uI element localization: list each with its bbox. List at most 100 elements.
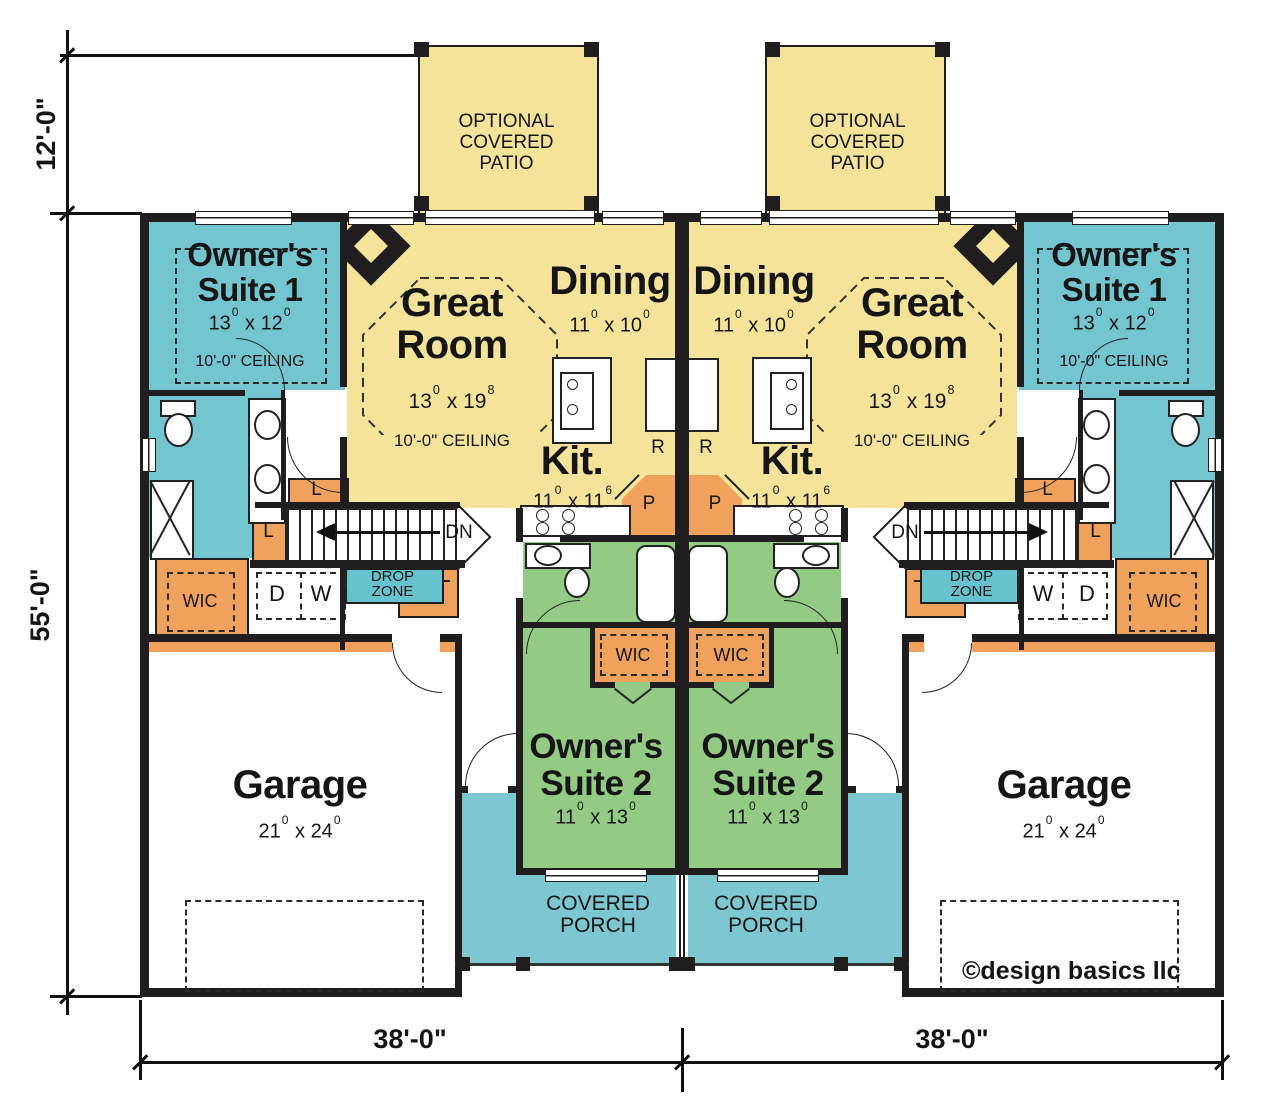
pantry-label: P <box>642 493 656 514</box>
staircase <box>907 508 1079 566</box>
covered-porch-side <box>462 793 520 965</box>
drop-zone <box>345 568 444 604</box>
window <box>195 211 292 225</box>
wall <box>749 682 774 688</box>
wall <box>516 508 523 542</box>
washer-box <box>300 572 346 620</box>
party-wall <box>675 213 682 875</box>
suite1-label: Owner's Suite 1 <box>187 236 313 308</box>
burner <box>536 509 549 522</box>
wall <box>904 502 1109 508</box>
dn-label: DN <box>891 522 919 543</box>
wall-garage-side <box>902 634 909 988</box>
refrigerator <box>645 358 679 432</box>
window <box>142 438 156 472</box>
linen-label: L <box>311 479 322 500</box>
patio-post <box>414 196 429 211</box>
party-wall-thin <box>679 875 681 965</box>
toilet <box>564 567 590 598</box>
window <box>1072 211 1169 225</box>
dryer-label: D <box>269 581 285 606</box>
covered-porch-side <box>844 793 902 965</box>
burner <box>786 379 797 390</box>
wic-shelving <box>600 634 668 676</box>
porch-label: COVERED <box>714 892 818 915</box>
toilet <box>1171 413 1200 447</box>
drop-zone-label: ZONE <box>371 583 414 600</box>
patio-post <box>935 196 950 211</box>
suite2-label: Owner's Suite 2 <box>701 727 835 804</box>
wall <box>590 628 595 682</box>
patio-post <box>935 42 950 57</box>
suite1-ceiling: 10'-0" CEILING <box>1059 353 1169 370</box>
burner <box>567 379 578 390</box>
patio-post <box>584 42 599 57</box>
linen-label: L <box>1090 521 1101 542</box>
patio-label: OPTIONAL <box>458 111 555 132</box>
patio-post <box>765 196 780 211</box>
wall <box>899 560 1114 568</box>
wall <box>149 390 245 396</box>
refrigerator-label: R <box>651 437 665 458</box>
drop-zone-label: ZONE <box>950 583 993 600</box>
wic-label: WIC <box>615 645 651 665</box>
dim-ext-house-bottom <box>50 995 142 998</box>
wall <box>1119 390 1215 396</box>
sink <box>254 464 281 494</box>
wall-left <box>140 213 149 997</box>
optional-covered-patio <box>418 45 599 217</box>
wall-bottom-garage <box>140 988 462 997</box>
dim-ext-house-top <box>50 212 142 215</box>
wall-left <box>1215 213 1224 997</box>
kitchen-dims: 110 x 116 <box>750 483 831 513</box>
patio-post <box>765 42 780 57</box>
suite1-dims: 130 x 120 <box>1072 305 1155 335</box>
wic-suite2 <box>590 628 676 682</box>
wall <box>590 682 615 688</box>
window <box>950 211 1016 225</box>
dining-label: Dining <box>693 259 815 303</box>
patio-door-window <box>425 210 595 225</box>
suite2-label: Owner's Suite 2 <box>529 727 663 804</box>
window <box>545 869 647 882</box>
wall <box>688 682 714 688</box>
wic-label: WIC <box>182 591 218 611</box>
patio-label: COVERED <box>459 132 554 153</box>
tray-ceiling-outline <box>362 277 558 435</box>
porch-post <box>682 957 695 971</box>
wall <box>1017 222 1024 387</box>
burner <box>562 509 575 522</box>
garage-door-outline <box>185 900 424 992</box>
window <box>602 211 664 225</box>
kitchen-label: Kit. <box>540 439 604 483</box>
garage-label: Garage <box>996 763 1132 807</box>
great-room-dims: 130 x 198 <box>868 382 955 413</box>
dn-arrow-line <box>924 531 1029 534</box>
bathtub <box>688 545 728 623</box>
refrigerator-label: R <box>699 437 713 458</box>
porch-post <box>894 957 908 971</box>
wall <box>255 502 460 508</box>
wall <box>340 222 347 387</box>
porch-label: PORCH <box>560 914 636 937</box>
great-room-label: Great Room <box>856 281 968 368</box>
porch-edge <box>682 963 909 966</box>
dining-dims: 110 x 100 <box>569 307 650 337</box>
garage-label: Garage <box>232 763 368 807</box>
window <box>717 869 819 882</box>
great-room-ceiling: 10'-0" CEILING <box>393 431 511 450</box>
bathtub <box>636 545 676 623</box>
dim-bottom-ext-right <box>1221 1000 1224 1080</box>
dim-vertical-line <box>66 30 69 1015</box>
great-room-label: Great Room <box>396 281 508 368</box>
wall <box>650 682 676 688</box>
kitchen-dims: 110 x 116 <box>532 483 613 513</box>
wall-foyer-front <box>455 786 468 793</box>
burner <box>567 404 578 415</box>
garage-wall-strip <box>149 642 392 652</box>
patio-post <box>414 42 429 57</box>
patio-label: COVERED <box>810 132 905 153</box>
linen-label: L <box>263 521 274 542</box>
suite1-ceiling: 10'-0" CEILING <box>195 353 305 370</box>
